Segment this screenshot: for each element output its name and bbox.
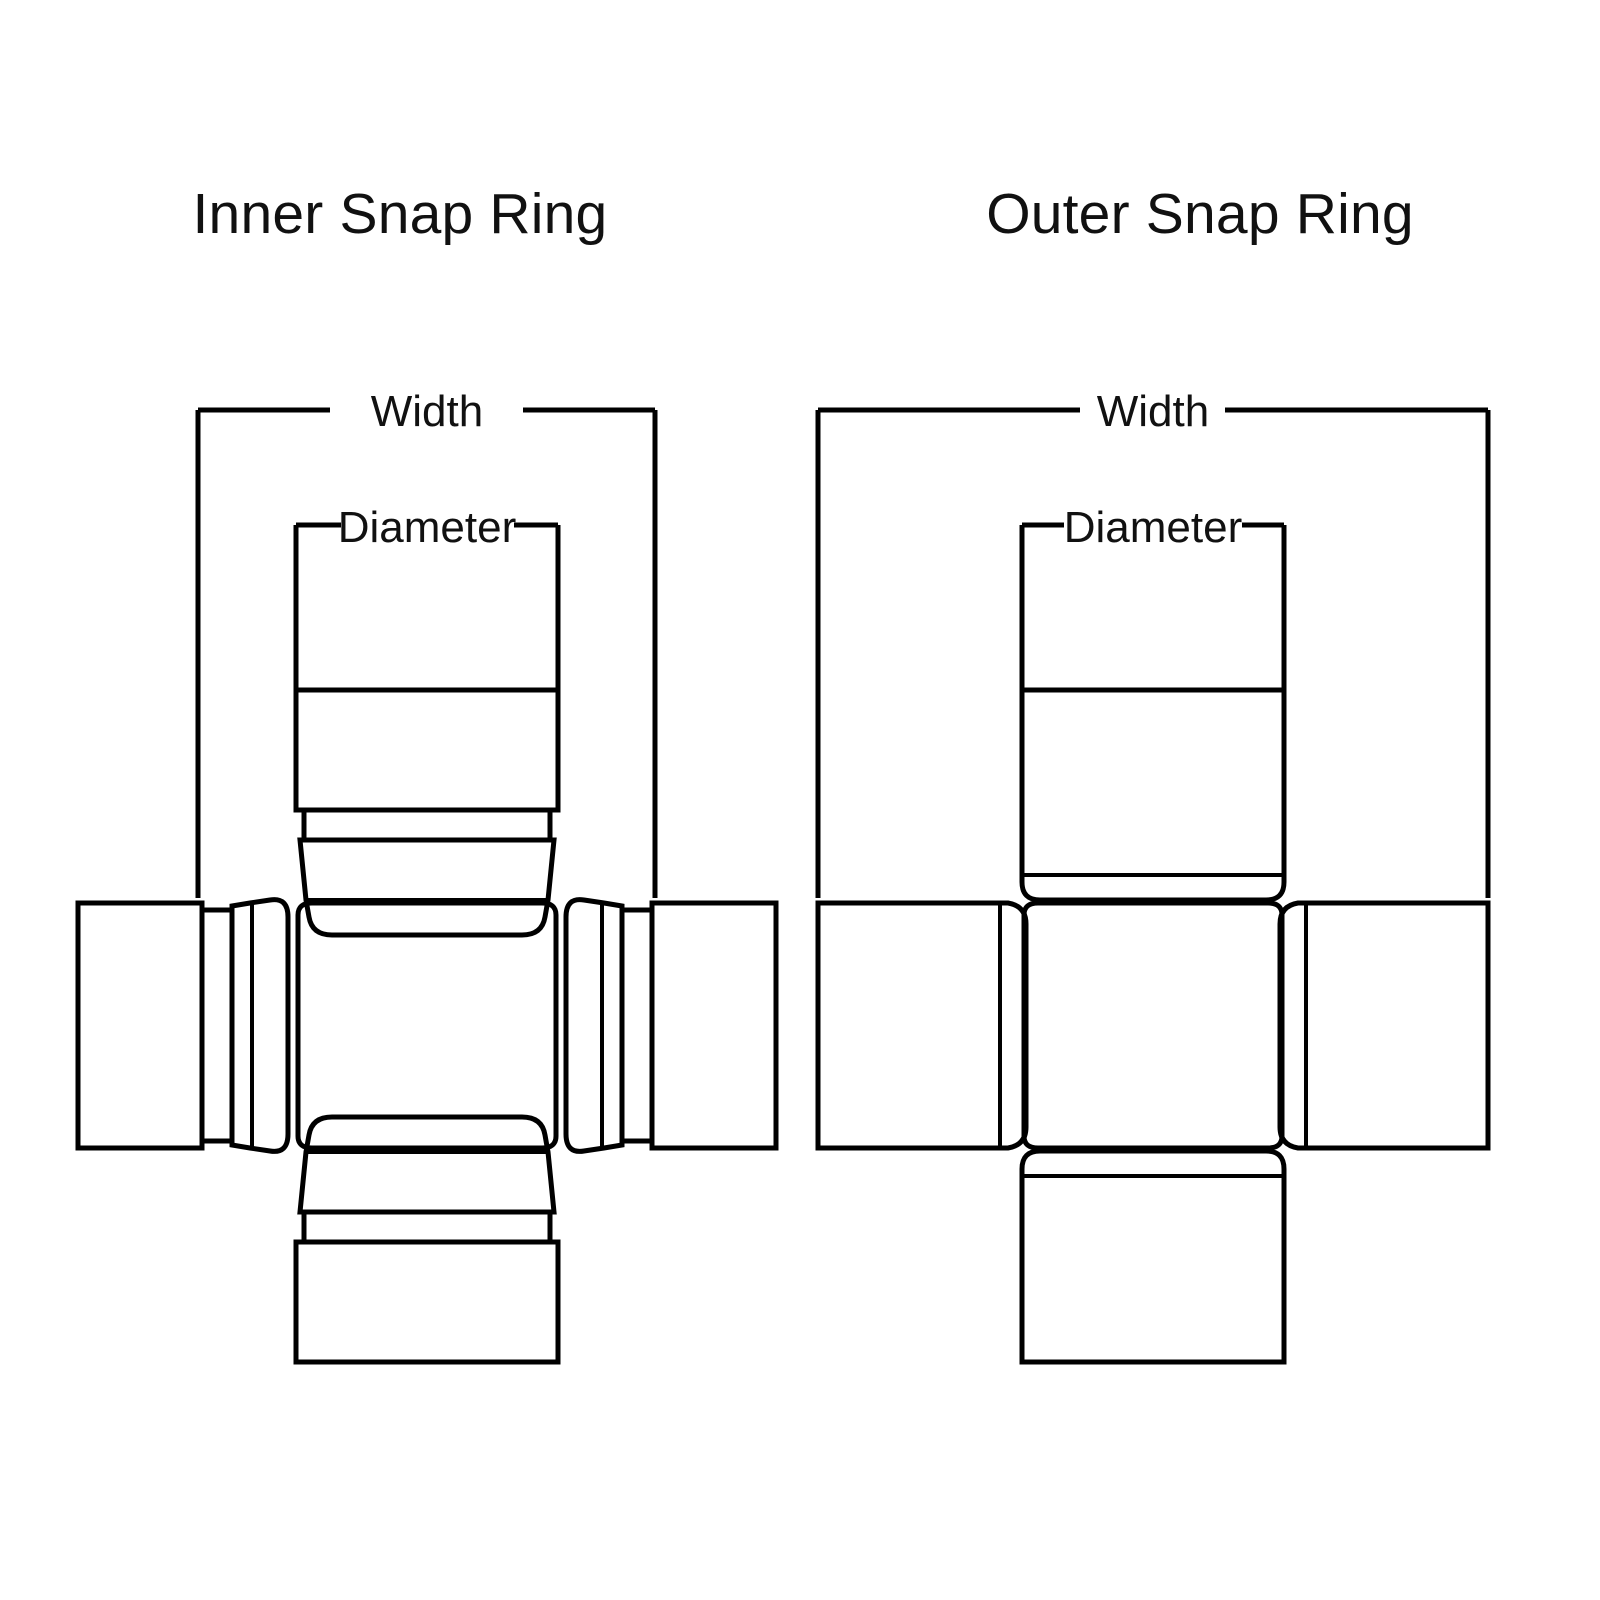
cap-top-neck (297, 837, 557, 938)
bearing-cap-bottom-outer (1019, 1148, 1287, 1365)
bearing-cap-left-outer (815, 900, 1029, 1151)
width-dimension-label: Width (1097, 387, 1209, 436)
cross-body-inner (295, 900, 559, 1151)
width-dimension-label: Width (371, 387, 483, 436)
cross-body-outer (1021, 900, 1285, 1151)
cap-left-neck (229, 897, 291, 1154)
bearing-cap-top-inner (293, 687, 561, 938)
cap-bottom-groove-band (301, 1209, 553, 1245)
panel-title-outer: Outer Snap Ring (986, 182, 1414, 246)
diameter-dimension-label: Diameter (338, 503, 517, 552)
width-dimension-inner: Width (195, 387, 658, 898)
panel-title-inner: Inner Snap Ring (192, 182, 608, 246)
cap-right-body (649, 900, 779, 1151)
cap-left-body (815, 900, 1029, 1151)
diameter-dimension-outer: Diameter (1019, 503, 1287, 690)
cap-left-body (75, 900, 205, 1151)
diameter-dimension-inner: Diameter (293, 503, 561, 690)
cap-right-neck (563, 897, 625, 1154)
cap-right-groove-band (619, 907, 655, 1144)
cross-body-square (295, 900, 559, 1151)
inner-snap-ring-drawing: Width Diameter (75, 387, 779, 1365)
bearing-cap-bottom-inner (293, 1114, 561, 1365)
cap-top-groove-band (301, 807, 553, 843)
cap-bottom-body (293, 1239, 561, 1365)
bearing-cap-left-inner (75, 897, 291, 1154)
cap-bottom-neck (297, 1114, 557, 1215)
outer-snap-ring-drawing: Width Diameter (815, 387, 1491, 1365)
cross-body-square (1021, 900, 1285, 1151)
bearing-cap-top-outer (1019, 687, 1287, 903)
cap-right-body (1277, 900, 1491, 1151)
cap-bottom-body (1019, 1148, 1287, 1365)
bearing-cap-right-inner (563, 897, 779, 1154)
cap-left-groove-band (199, 907, 235, 1144)
width-dimension-outer: Width (815, 387, 1491, 898)
panel-outer-snap-ring: Outer Snap Ring Width Diameter (800, 0, 1600, 1600)
bearing-cap-right-outer (1277, 900, 1491, 1151)
diameter-dimension-label: Diameter (1064, 503, 1243, 552)
cap-top-body (293, 687, 561, 813)
cap-top-body (1019, 687, 1287, 903)
panel-inner-snap-ring: Inner Snap Ring Width Diameter (75, 182, 779, 1365)
